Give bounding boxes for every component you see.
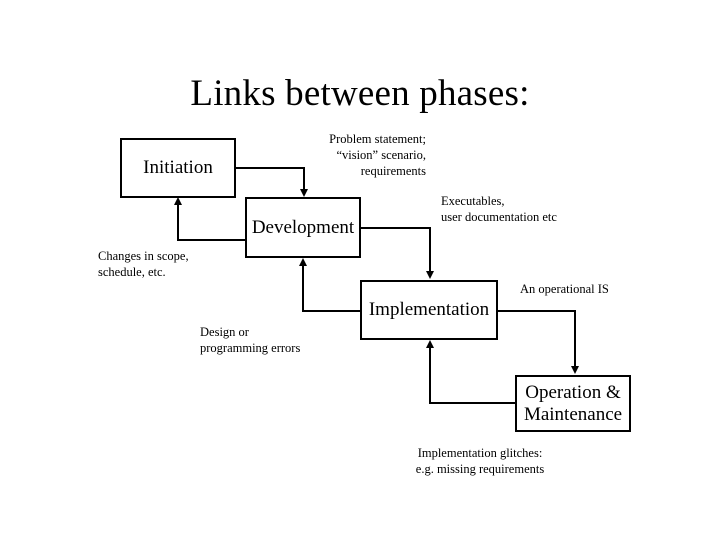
connector-initiation-development-vertical bbox=[303, 167, 305, 191]
connector-operation-implementation-horizontal bbox=[429, 402, 517, 404]
phase-box-initiation[interactable]: Initiation bbox=[120, 138, 236, 198]
connector-implementation-operation-vertical bbox=[574, 310, 576, 368]
connector-development-implementation-vertical bbox=[429, 227, 431, 273]
note-executables: Executables, user documentation etc bbox=[441, 194, 557, 224]
phase-box-development[interactable]: Development bbox=[245, 197, 361, 258]
phase-label-initiation: Initiation bbox=[143, 157, 213, 178]
arrowhead-into-development-bottom bbox=[299, 258, 307, 266]
arrowhead-into-initiation-bottom bbox=[174, 197, 182, 205]
arrowhead-into-implementation-bottom bbox=[426, 340, 434, 348]
connector-operation-implementation-vertical bbox=[429, 348, 431, 404]
note-problem-statement: Problem statement; “vision” scenario, re… bbox=[329, 132, 426, 178]
phase-box-implementation[interactable]: Implementation bbox=[360, 280, 498, 340]
note-implementation-glitches: Implementation glitches: e.g. missing re… bbox=[415, 446, 545, 476]
phase-label-development: Development bbox=[251, 216, 355, 238]
connector-implementation-development-vertical bbox=[302, 266, 304, 312]
page-title: Links between phases: bbox=[190, 73, 530, 114]
connector-implementation-operation-horizontal bbox=[496, 310, 576, 312]
connector-development-initiation-vertical bbox=[177, 205, 179, 241]
connector-development-implementation-horizontal bbox=[359, 227, 431, 229]
phase-label-operation-maintenance: Operation & Maintenance bbox=[523, 381, 623, 425]
note-operational-is: An operational IS bbox=[520, 282, 609, 296]
note-design-errors: Design or programming errors bbox=[200, 325, 301, 355]
arrowhead-into-implementation-top bbox=[426, 271, 434, 279]
connector-implementation-development-horizontal bbox=[302, 310, 362, 312]
arrowhead-into-operation-top bbox=[571, 366, 579, 374]
connector-initiation-development-horizontal bbox=[234, 167, 305, 169]
phase-box-operation-maintenance[interactable]: Operation & Maintenance bbox=[515, 375, 631, 432]
connector-development-initiation-horizontal bbox=[177, 239, 247, 241]
arrowhead-into-development-top bbox=[300, 189, 308, 197]
note-changes-in-scope: Changes in scope, schedule, etc. bbox=[98, 249, 189, 279]
phase-label-implementation: Implementation bbox=[368, 299, 490, 320]
